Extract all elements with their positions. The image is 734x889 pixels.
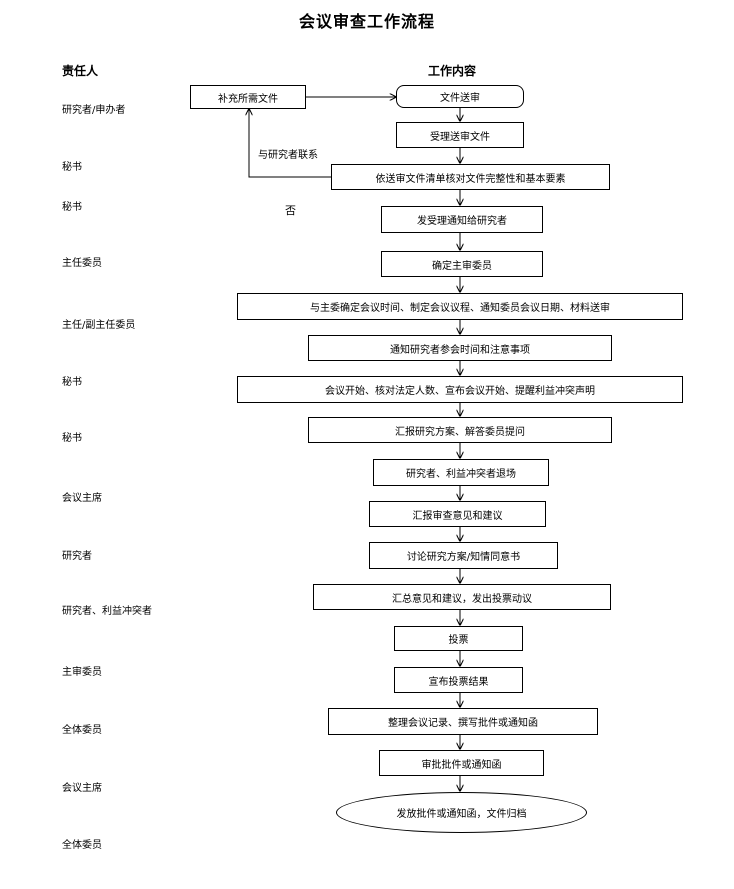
role-11: 主审委员 <box>62 667 102 678</box>
note-no: 否 <box>285 204 296 217</box>
role-8: 会议主席 <box>62 493 102 504</box>
step-report-plan: 汇报研究方案、解答委员提问 <box>308 417 612 443</box>
role-13: 会议主席 <box>62 783 102 794</box>
step-leave: 研究者、利益冲突者退场 <box>373 459 549 486</box>
step-verify: 依送审文件清单核对文件完整性和基本要素 <box>331 164 610 190</box>
role-6: 秘书 <box>62 377 82 388</box>
step-discuss: 讨论研究方案/知情同意书 <box>369 542 558 569</box>
role-9: 研究者 <box>62 551 92 562</box>
step-assign-reviewer: 确定主审委员 <box>381 251 543 277</box>
step-notify-acceptance: 发受理通知给研究者 <box>381 206 543 233</box>
note-contact-researcher: 与研究者联系 <box>258 150 318 161</box>
role-10: 研究者、利益冲突者 <box>62 606 152 617</box>
role-7: 秘书 <box>62 433 82 444</box>
step-accept: 受理送审文件 <box>396 122 524 148</box>
content-header: 工作内容 <box>428 64 477 78</box>
role-14: 全体委员 <box>62 840 102 851</box>
step-approve: 审批批件或通知函 <box>379 750 544 776</box>
step-supplement: 补充所需文件 <box>190 85 306 109</box>
step-submit: 文件送审 <box>396 85 524 108</box>
step-announce: 宣布投票结果 <box>394 667 523 693</box>
role-12: 全体委员 <box>62 725 102 736</box>
role-3: 秘书 <box>62 202 82 213</box>
step-issue: 发放批件或通知函，文件归档 <box>336 792 587 833</box>
role-2: 秘书 <box>62 162 82 173</box>
step-schedule: 与主委确定会议时间、制定会议议程、通知委员会议日期、材料送审 <box>237 293 683 320</box>
step-summarize: 汇总意见和建议，发出投票动议 <box>313 584 611 610</box>
step-record: 整理会议记录、撰写批件或通知函 <box>328 708 598 735</box>
role-1: 研究者/申办者 <box>62 105 126 116</box>
step-meeting-start: 会议开始、核对法定人数、宣布会议开始、提醒利益冲突声明 <box>237 376 683 403</box>
arrow-feedback-loop <box>249 109 331 178</box>
responsible-header: 责任人 <box>62 64 99 78</box>
role-4: 主任委员 <box>62 258 102 269</box>
step-report-opinion: 汇报审查意见和建议 <box>369 501 546 527</box>
step-vote: 投票 <box>394 626 523 651</box>
page-title: 会议审查工作流程 <box>298 12 435 31</box>
step-notify-researcher: 通知研究者参会时间和注意事项 <box>308 335 612 361</box>
role-5: 主任/副主任委员 <box>62 320 136 331</box>
